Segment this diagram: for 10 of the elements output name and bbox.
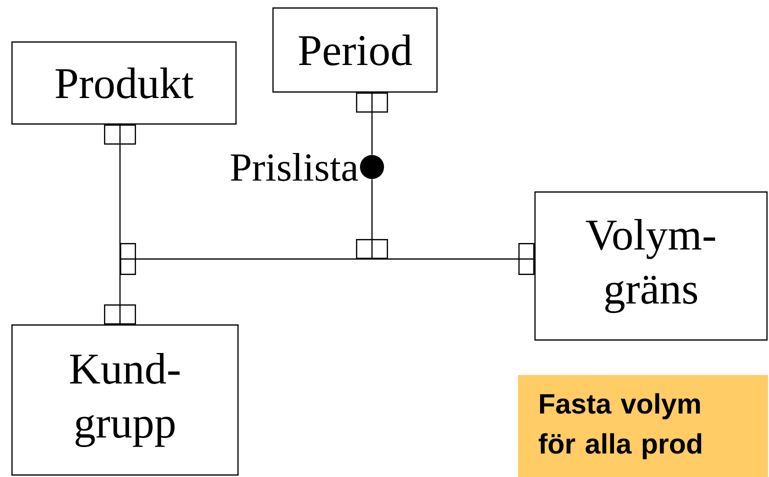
note-box: Fasta volym för alla prod [518, 375, 768, 477]
entity-box: Kund- grupp [11, 324, 239, 476]
entity-box: Period [272, 7, 438, 93]
node-label: Prislista [230, 152, 358, 182]
entity-box: Produkt [11, 41, 237, 125]
connector [356, 178, 388, 260]
connector [356, 92, 388, 156]
connector [104, 124, 136, 325]
connector [119, 243, 535, 275]
entity-box: Volym- gräns [534, 191, 768, 341]
